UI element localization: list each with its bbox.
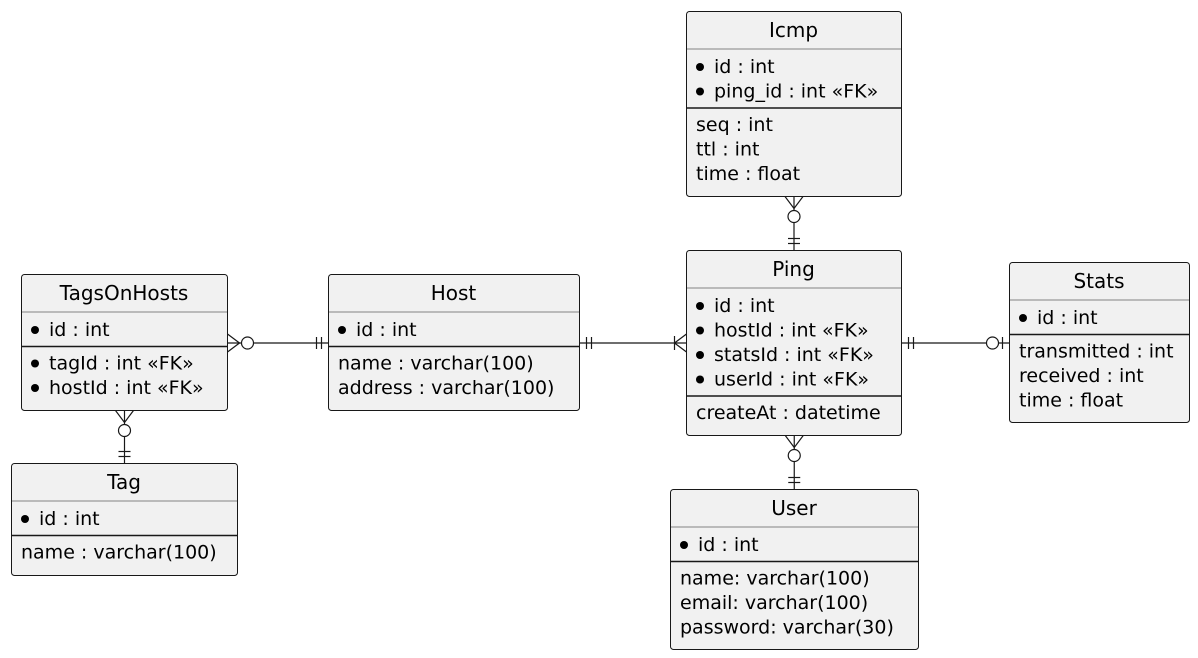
attribute: time : float xyxy=(696,163,800,185)
entity-box xyxy=(670,489,919,650)
key-bullet-icon xyxy=(21,515,29,523)
cardinality-mark xyxy=(227,342,240,353)
cardinality-mark xyxy=(124,410,134,423)
cardinality-circle xyxy=(985,336,1000,350)
attribute: password: varchar(30) xyxy=(680,617,894,639)
key-bullet-icon xyxy=(1019,314,1027,322)
key-attribute: id : int xyxy=(356,319,417,341)
relationship-tagsOnHosts-tag xyxy=(115,410,134,464)
key-bullet-icon xyxy=(31,359,39,368)
attribute: createAt : datetime xyxy=(696,402,881,424)
cardinality-mark xyxy=(784,435,795,448)
entity-box xyxy=(686,11,902,197)
key-attribute: id : int xyxy=(714,56,775,78)
entity-title: Host xyxy=(431,281,477,305)
key-attribute: ping_id : int «FK» xyxy=(714,81,878,103)
entity-user: User id : int name: varchar(100)email: var… xyxy=(670,489,919,650)
relationship-host-ping xyxy=(579,333,687,353)
key-attribute: userId : int «FK» xyxy=(714,369,869,391)
entity-box xyxy=(11,463,238,576)
entity-title: TagsOnHosts xyxy=(59,281,189,305)
relationship-tagsOnHosts-host xyxy=(227,333,329,353)
cardinality-mark xyxy=(674,333,687,344)
entity-box xyxy=(328,274,580,411)
key-attribute: tagId : int «FK» xyxy=(49,353,194,375)
key-attribute: statsId : int «FK» xyxy=(714,344,874,366)
key-bullet-icon xyxy=(31,384,39,392)
attribute: address : varchar(100) xyxy=(338,377,554,399)
entity-box xyxy=(21,274,228,411)
key-bullet-icon xyxy=(31,326,39,334)
cardinality-mark xyxy=(793,435,804,448)
key-attribute: id : int xyxy=(49,319,110,341)
cardinality-circle xyxy=(240,336,255,350)
attribute: name : varchar(100) xyxy=(21,542,217,564)
entity-title: User xyxy=(771,496,817,520)
entity-title: Icmp xyxy=(769,18,818,42)
key-bullet-icon xyxy=(338,326,346,334)
key-bullet-icon xyxy=(696,302,704,310)
attribute: ttl : int xyxy=(696,139,759,161)
attribute: seq : int xyxy=(696,114,773,136)
key-attribute: hostId : int «FK» xyxy=(714,320,869,342)
entity-ping: Ping id : int hostId : int «FK»statsId : i… xyxy=(686,250,902,436)
attribute: received : int xyxy=(1019,365,1144,387)
entity-icmp: Icmp id : int ping_id : int «FK» seq : int t… xyxy=(686,11,902,197)
attribute: transmitted : int xyxy=(1019,341,1174,363)
entity-title: Stats xyxy=(1073,269,1124,293)
entity-title: Ping xyxy=(772,257,815,281)
key-attribute: hostId : int «FK» xyxy=(49,377,204,399)
key-attribute: id : int xyxy=(1037,307,1098,329)
attribute: name: varchar(100) xyxy=(680,568,870,590)
cardinality-mark xyxy=(674,342,687,353)
entity-title: Tag xyxy=(106,470,141,494)
relationship-icmp-ping xyxy=(784,196,804,251)
cardinality-mark xyxy=(784,196,795,209)
relationship-ping-user xyxy=(784,435,804,490)
key-bullet-icon xyxy=(696,351,704,359)
key-attribute: id : int xyxy=(698,534,759,556)
relationship-ping-stats xyxy=(901,336,1010,350)
cardinality-mark xyxy=(115,410,125,423)
key-bullet-icon xyxy=(680,541,688,549)
attribute: email: varchar(100) xyxy=(680,592,868,614)
cardinality-circle xyxy=(787,209,801,224)
entities: Icmp id : int ping_id : int «FK» seq : int t… xyxy=(11,11,1190,650)
key-attribute: id : int xyxy=(714,295,775,317)
attribute: time : float xyxy=(1019,390,1123,412)
key-bullet-icon xyxy=(696,326,704,335)
entity-tag: Tag id : int name : varchar(100) xyxy=(11,463,238,576)
cardinality-circle xyxy=(787,448,801,463)
key-bullet-icon xyxy=(696,87,704,96)
cardinality-mark xyxy=(227,333,240,344)
entity-box xyxy=(686,250,902,436)
entity-box xyxy=(1009,262,1190,423)
cardinality-mark xyxy=(793,196,804,209)
key-bullet-icon xyxy=(696,375,704,384)
attribute: name : varchar(100) xyxy=(338,353,534,375)
entity-host: Host id : int name : varchar(100)address :… xyxy=(328,274,580,411)
relationship-lines xyxy=(115,196,1010,490)
cardinality-circle xyxy=(117,423,132,438)
entity-tagsOnHosts: TagsOnHosts id : int tagId : int «FK»hostI… xyxy=(21,274,228,411)
key-attribute: id : int xyxy=(39,508,100,530)
key-bullet-icon xyxy=(696,63,704,71)
